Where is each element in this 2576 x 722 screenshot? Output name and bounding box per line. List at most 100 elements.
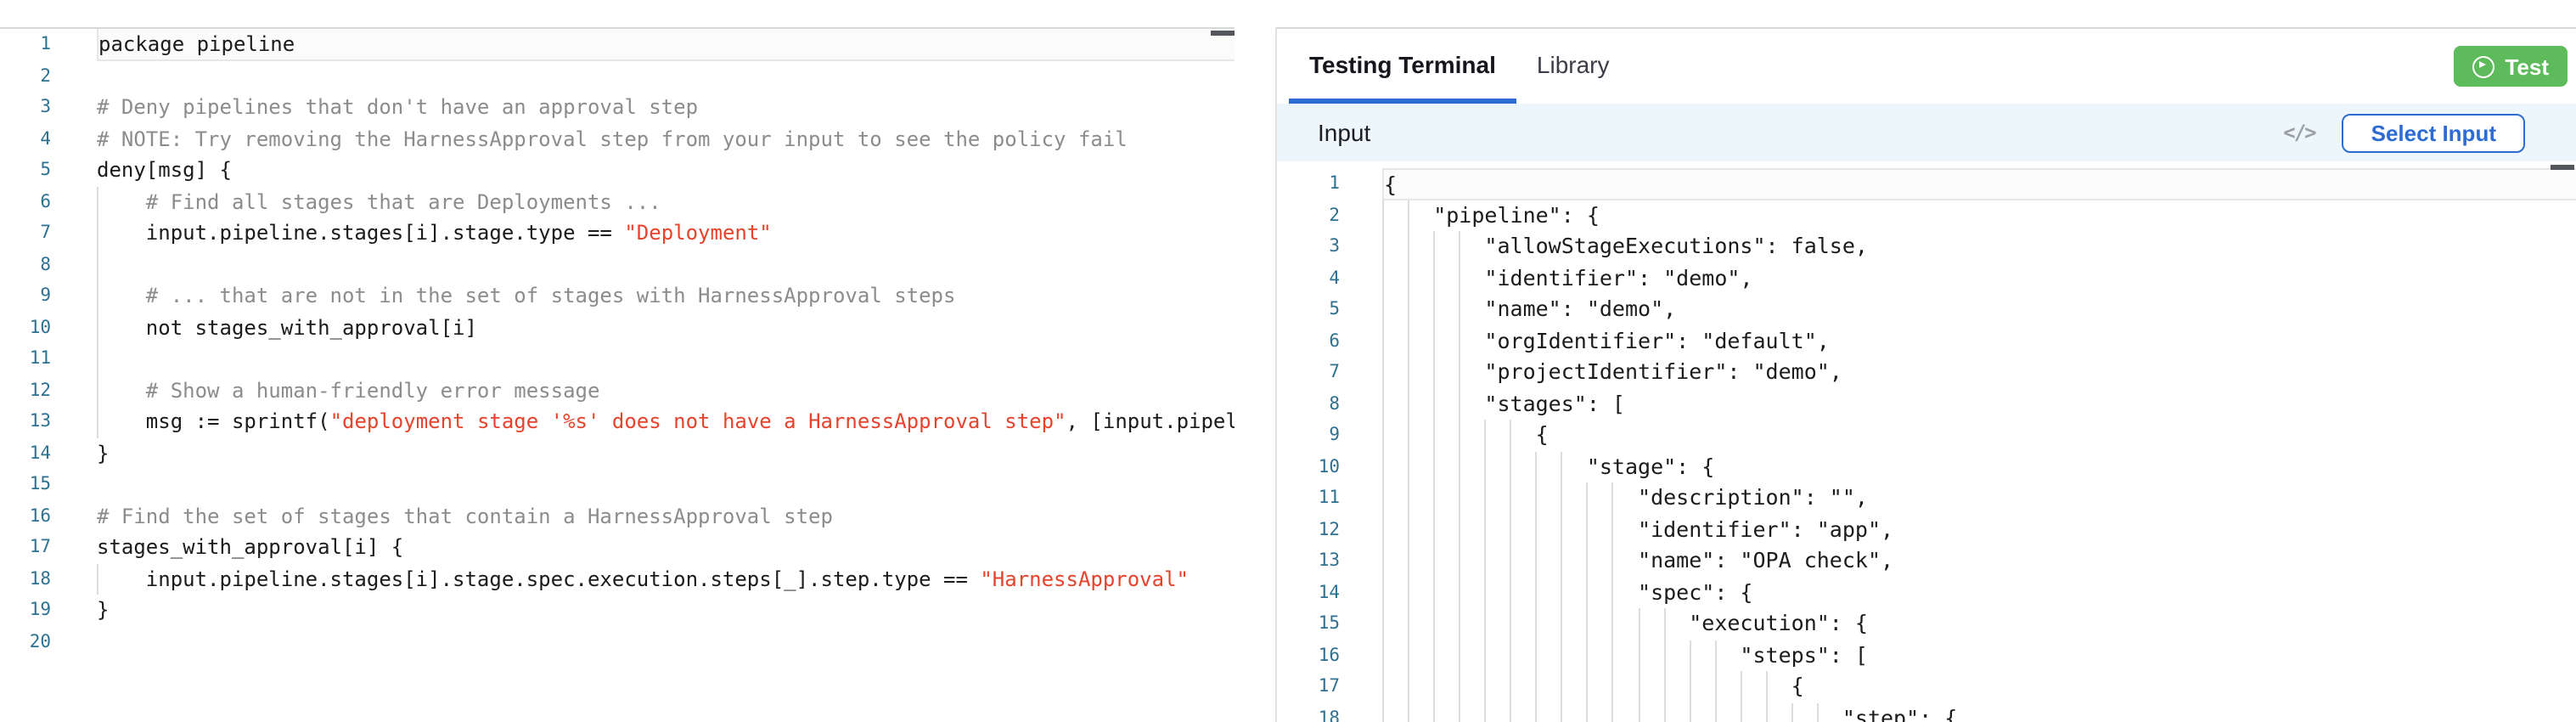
- line-number: 7: [40, 223, 51, 243]
- input-code-area: { "pipeline": { "allowStageExecutions": …: [1382, 168, 2576, 722]
- indent-guide: [1663, 640, 1666, 671]
- line-number: 6: [40, 191, 51, 212]
- indent-guide: [1510, 514, 1512, 545]
- code-token: {: [1382, 421, 1549, 447]
- indent-guide: [1586, 671, 1589, 702]
- panel-tab-bar: Testing Terminal Library Test: [1277, 29, 2576, 104]
- line-number: 14: [29, 443, 51, 463]
- indent-guide: [1586, 482, 1589, 514]
- indent-guide: [1459, 608, 1461, 640]
- line-number: 4: [1329, 268, 1340, 288]
- line-number: 8: [40, 254, 51, 274]
- code-token: "pipeline": {: [1382, 201, 1600, 227]
- indent-guide: [1459, 388, 1461, 420]
- indent-guide: [1535, 482, 1538, 514]
- indent-guide: [97, 217, 98, 249]
- tab-testing-terminal[interactable]: Testing Terminal: [1289, 29, 1516, 104]
- indent-guide: [1535, 671, 1538, 702]
- code-line: [97, 626, 1235, 657]
- line-number: 3: [40, 97, 51, 117]
- indent-guide: [97, 186, 98, 217]
- tab-library[interactable]: Library: [1536, 50, 1610, 77]
- select-input-button[interactable]: Select Input: [2342, 113, 2525, 152]
- indent-guide: [1740, 671, 1742, 702]
- code-token: "stages": [: [1382, 390, 1625, 415]
- code-line: "step": {: [1382, 702, 2576, 722]
- code-line: not stages_with_approval[i]: [97, 312, 1235, 343]
- indent-guide: [1382, 640, 1384, 671]
- line-number: 18: [29, 568, 51, 589]
- line-number: 19: [29, 600, 51, 620]
- indent-guide: [1714, 671, 1717, 702]
- code-token: package pipeline: [98, 32, 295, 56]
- indent-guide: [1433, 451, 1436, 482]
- code-token: "orgIdentifier": "default",: [1382, 327, 1830, 353]
- indent-guide: [1561, 514, 1563, 545]
- indent-guide: [1459, 262, 1461, 294]
- code-line: {: [1382, 420, 2576, 451]
- indent-guide: [1740, 702, 1742, 722]
- indent-guide: [97, 312, 98, 343]
- indent-guide: [1408, 200, 1410, 231]
- code-view-icon[interactable]: </>: [2283, 121, 2316, 144]
- indent-guide: [1510, 451, 1512, 482]
- indent-guide: [1765, 702, 1768, 722]
- code-line: "orgIdentifier": "default",: [1382, 325, 2576, 357]
- indent-guide: [1611, 671, 1614, 702]
- line-number: 1: [1329, 173, 1340, 194]
- test-button-label: Test: [2505, 54, 2549, 79]
- line-number: 2: [40, 65, 51, 86]
- code-token: {: [1384, 172, 1398, 197]
- indent-guide: [1433, 608, 1436, 640]
- indent-guide: [1638, 608, 1640, 640]
- code-line: "stage": {: [1382, 451, 2576, 482]
- code-line: # ... that are not in the set of stages …: [97, 280, 1235, 312]
- overview-ruler-cursor-mark: [1211, 31, 1235, 36]
- comment-token: # NOTE: Try removing the HarnessApproval…: [97, 127, 1128, 150]
- line-number: 14: [1318, 582, 1340, 602]
- string-token: "deployment stage '%s' does not have a H…: [329, 409, 1066, 433]
- indent-guide: [1459, 294, 1461, 325]
- indent-guide: [1459, 702, 1461, 722]
- line-number: 17: [29, 537, 51, 557]
- input-title: Input: [1318, 119, 1371, 146]
- indent-guide: [97, 406, 98, 437]
- indent-guide: [1561, 640, 1563, 671]
- indent-guide: [1561, 451, 1563, 482]
- code-line: {: [1382, 671, 2576, 702]
- indent-guide: [1408, 514, 1410, 545]
- code-line: [97, 60, 1235, 92]
- code-line: # NOTE: Try removing the HarnessApproval…: [97, 123, 1235, 155]
- indent-guide: [1382, 262, 1384, 294]
- indent-guide: [1510, 671, 1512, 702]
- test-button[interactable]: Test: [2454, 46, 2568, 87]
- indent-guide: [1433, 702, 1436, 722]
- indent-guide: [1561, 482, 1563, 514]
- indent-guide: [1459, 577, 1461, 608]
- indent-guide: [1663, 671, 1666, 702]
- indent-guide: [1459, 640, 1461, 671]
- line-number: 11: [29, 348, 51, 369]
- code-line: }: [97, 595, 1235, 626]
- indent-guide: [1484, 608, 1487, 640]
- code-token: stages_with_approval[i] {: [97, 535, 404, 559]
- code-line: input.pipeline.stages[i].stage.type == "…: [97, 217, 1235, 249]
- code-line: # Find the set of stages that contain a …: [97, 500, 1235, 532]
- indent-guide: [1586, 608, 1589, 640]
- indent-guide: [1638, 640, 1640, 671]
- code-line: "allowStageExecutions": false,: [1382, 231, 2576, 262]
- line-number: 10: [29, 317, 51, 337]
- indent-guide: [1663, 608, 1666, 640]
- comment-token: # ... that are not in the set of stages …: [97, 284, 956, 307]
- line-number: 4: [40, 128, 51, 149]
- indent-guide: [1611, 577, 1614, 608]
- indent-guide: [1408, 294, 1410, 325]
- indent-guide: [1382, 577, 1384, 608]
- indent-guide: [1586, 577, 1589, 608]
- indent-guide: [97, 375, 98, 406]
- code-token: input.pipeline.stages[i].stage.spec.exec…: [97, 567, 981, 590]
